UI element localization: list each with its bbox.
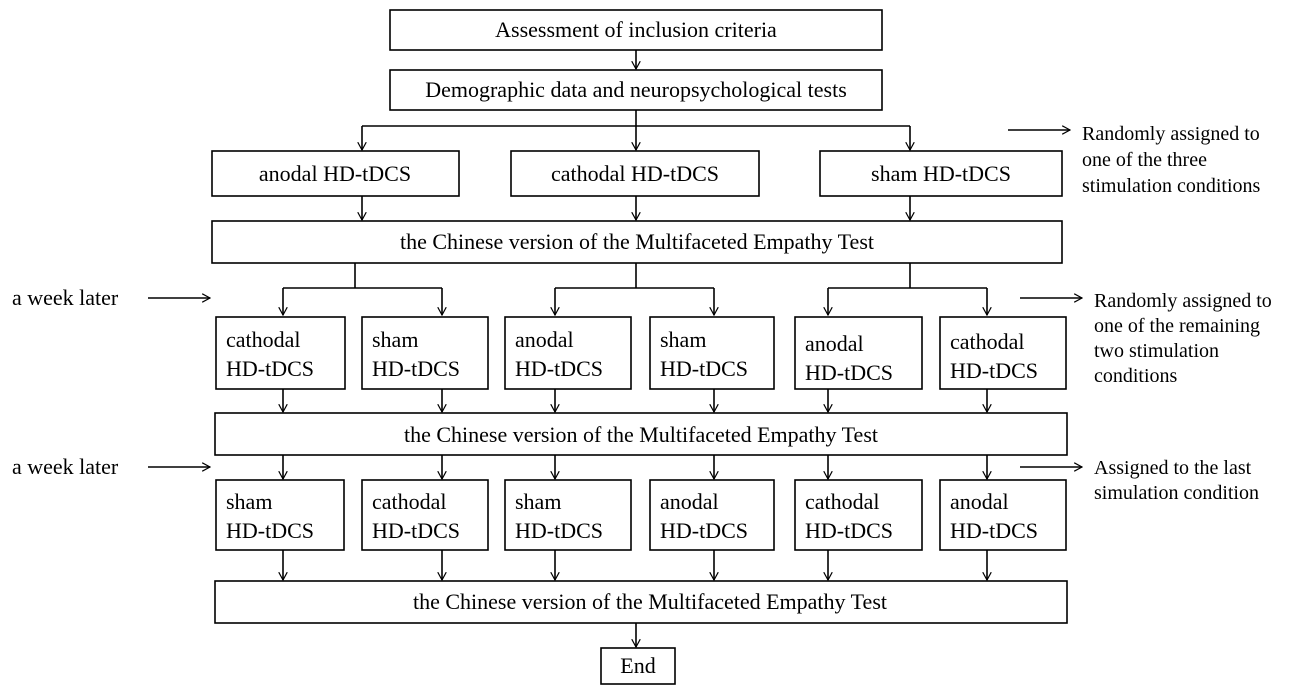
test-1-label: the Chinese version of the Multifaceted … — [400, 229, 874, 254]
session-2-box-3-line-2: HD-tDCS — [515, 356, 603, 381]
session-2-box-3-line-1: anodal — [515, 327, 574, 352]
test-3-label: the Chinese version of the Multifaceted … — [413, 589, 887, 614]
session-3-box-4-line-1: anodal — [660, 489, 719, 514]
session-1-sham-box — [819, 150, 1063, 197]
session-2-box-2-line-1: sham — [372, 327, 418, 352]
session-2-box-4-line-1: sham — [660, 327, 706, 352]
session-2-box-1 — [215, 316, 346, 390]
step-1-label: Assessment of inclusion criteria — [495, 17, 777, 42]
test-2-label: the Chinese version of the Multifaceted … — [404, 422, 878, 447]
session-3-box-2-line-2: HD-tDCS — [372, 518, 460, 543]
session-3-box-6-line-2: HD-tDCS — [950, 518, 1038, 543]
session-1-sham-label: sham HD-tDCS — [871, 161, 1011, 186]
session-3-box-2-line-1: cathodal — [372, 489, 447, 514]
session-3-box-6 — [939, 479, 1067, 551]
session-2-box-1-line-1: cathodal — [226, 327, 301, 352]
session-3-box-3 — [504, 479, 632, 551]
step-1-box — [389, 9, 883, 51]
session-2-box-5-line-1: anodal — [805, 331, 864, 356]
session-3-box-3-line-1: sham — [515, 489, 561, 514]
session-1-cathodal-box — [510, 150, 760, 197]
session-3-box-2 — [361, 479, 489, 551]
test-3-box — [214, 580, 1068, 624]
note-3-line-2: simulation condition — [1094, 482, 1259, 504]
session-2-box-4 — [649, 316, 775, 390]
note-2-line-2: one of the remaining — [1094, 315, 1260, 337]
session-2-box-6-line-1: cathodal — [950, 329, 1025, 354]
session-1-cathodal-label: cathodal HD-tDCS — [551, 161, 719, 186]
session-1-anodal-label: anodal HD-tDCS — [259, 161, 411, 186]
note-1-line-2: one of the three — [1082, 149, 1207, 171]
step-2-box — [389, 69, 883, 111]
note-2-line-3: two stimulation — [1094, 340, 1219, 362]
end-label: End — [620, 653, 655, 678]
note-2-line-1: Randomly assigned to — [1094, 290, 1272, 312]
session-3-box-5-line-2: HD-tDCS — [805, 518, 893, 543]
session-2-box-5 — [794, 316, 923, 390]
session-3-box-3-line-2: HD-tDCS — [515, 518, 603, 543]
session-3-box-6-line-1: anodal — [950, 489, 1009, 514]
session-3-box-1 — [215, 479, 345, 551]
session-3-box-1-line-1: sham — [226, 489, 272, 514]
session-2-box-1-line-2: HD-tDCS — [226, 356, 314, 381]
end-box — [600, 647, 676, 685]
note-2-line-4: conditions — [1094, 365, 1178, 387]
session-3-box-5-line-1: cathodal — [805, 489, 880, 514]
session-2-box-4-line-2: HD-tDCS — [660, 356, 748, 381]
session-2-box-2 — [361, 316, 489, 390]
session-2-box-6 — [939, 316, 1067, 390]
note-3-line-1: Assigned to the last — [1094, 457, 1252, 479]
session-2-box-6-line-2: HD-tDCS — [950, 358, 1038, 383]
note-1-line-1: Randomly assigned to — [1082, 123, 1260, 145]
test-1-box — [211, 220, 1063, 264]
interval-label-2: a week later — [12, 454, 119, 479]
session-2-box-3 — [504, 316, 632, 390]
session-1-anodal-box — [211, 150, 460, 197]
step-2-label: Demographic data and neuropsychological … — [425, 77, 847, 102]
test-2-box — [214, 412, 1068, 456]
session-3-box-5 — [794, 479, 923, 551]
session-2-box-2-line-2: HD-tDCS — [372, 356, 460, 381]
session-3-box-1-line-2: HD-tDCS — [226, 518, 314, 543]
session-3-box-4 — [649, 479, 775, 551]
session-2-box-5-line-2: HD-tDCS — [805, 360, 893, 385]
session-3-box-4-line-2: HD-tDCS — [660, 518, 748, 543]
interval-label-1: a week later — [12, 285, 119, 310]
note-1-line-3: stimulation conditions — [1082, 175, 1261, 197]
